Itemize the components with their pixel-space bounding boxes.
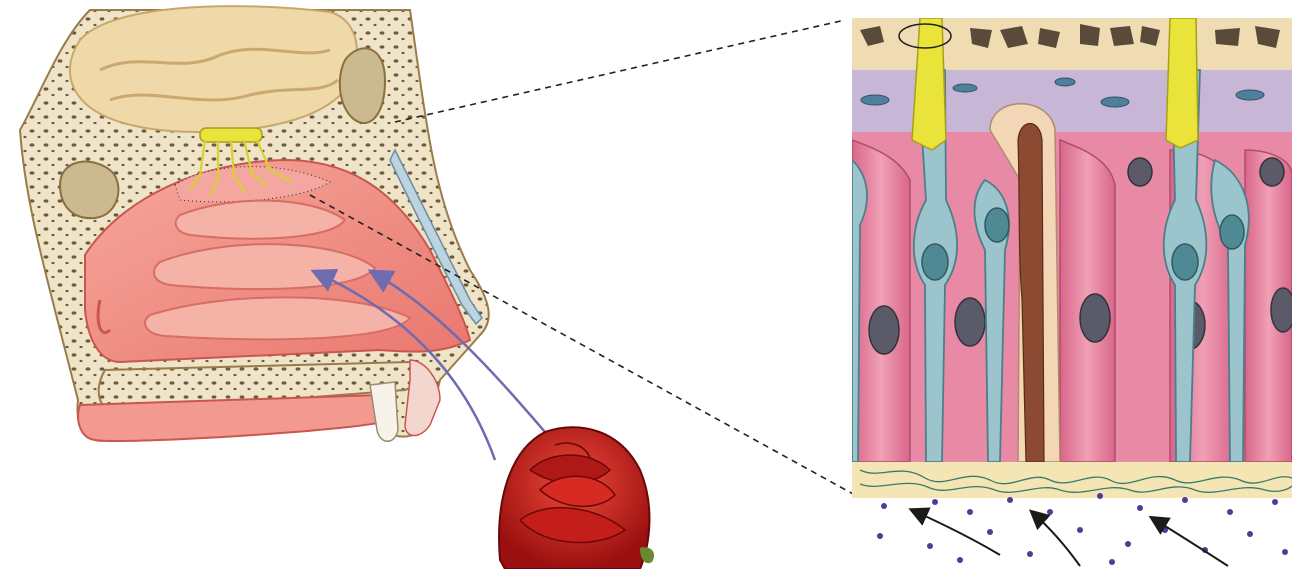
olfactory-epithelium-panel	[852, 18, 1292, 498]
odorant-molecule-icon	[881, 503, 887, 509]
incisor	[370, 382, 398, 441]
rose-icon	[499, 427, 654, 569]
arrow-icon	[912, 510, 1000, 555]
sphenoid-sinus	[60, 162, 118, 219]
olfactory-bulb	[200, 128, 262, 142]
arrow-icon	[1152, 518, 1228, 566]
brain	[70, 6, 357, 132]
frontal-sinus	[340, 48, 385, 123]
zoom-connector-top	[395, 20, 845, 122]
nasal-cavity-panel	[20, 6, 855, 569]
arrow-icon	[1032, 512, 1080, 566]
odorant-molecules	[877, 493, 1288, 565]
